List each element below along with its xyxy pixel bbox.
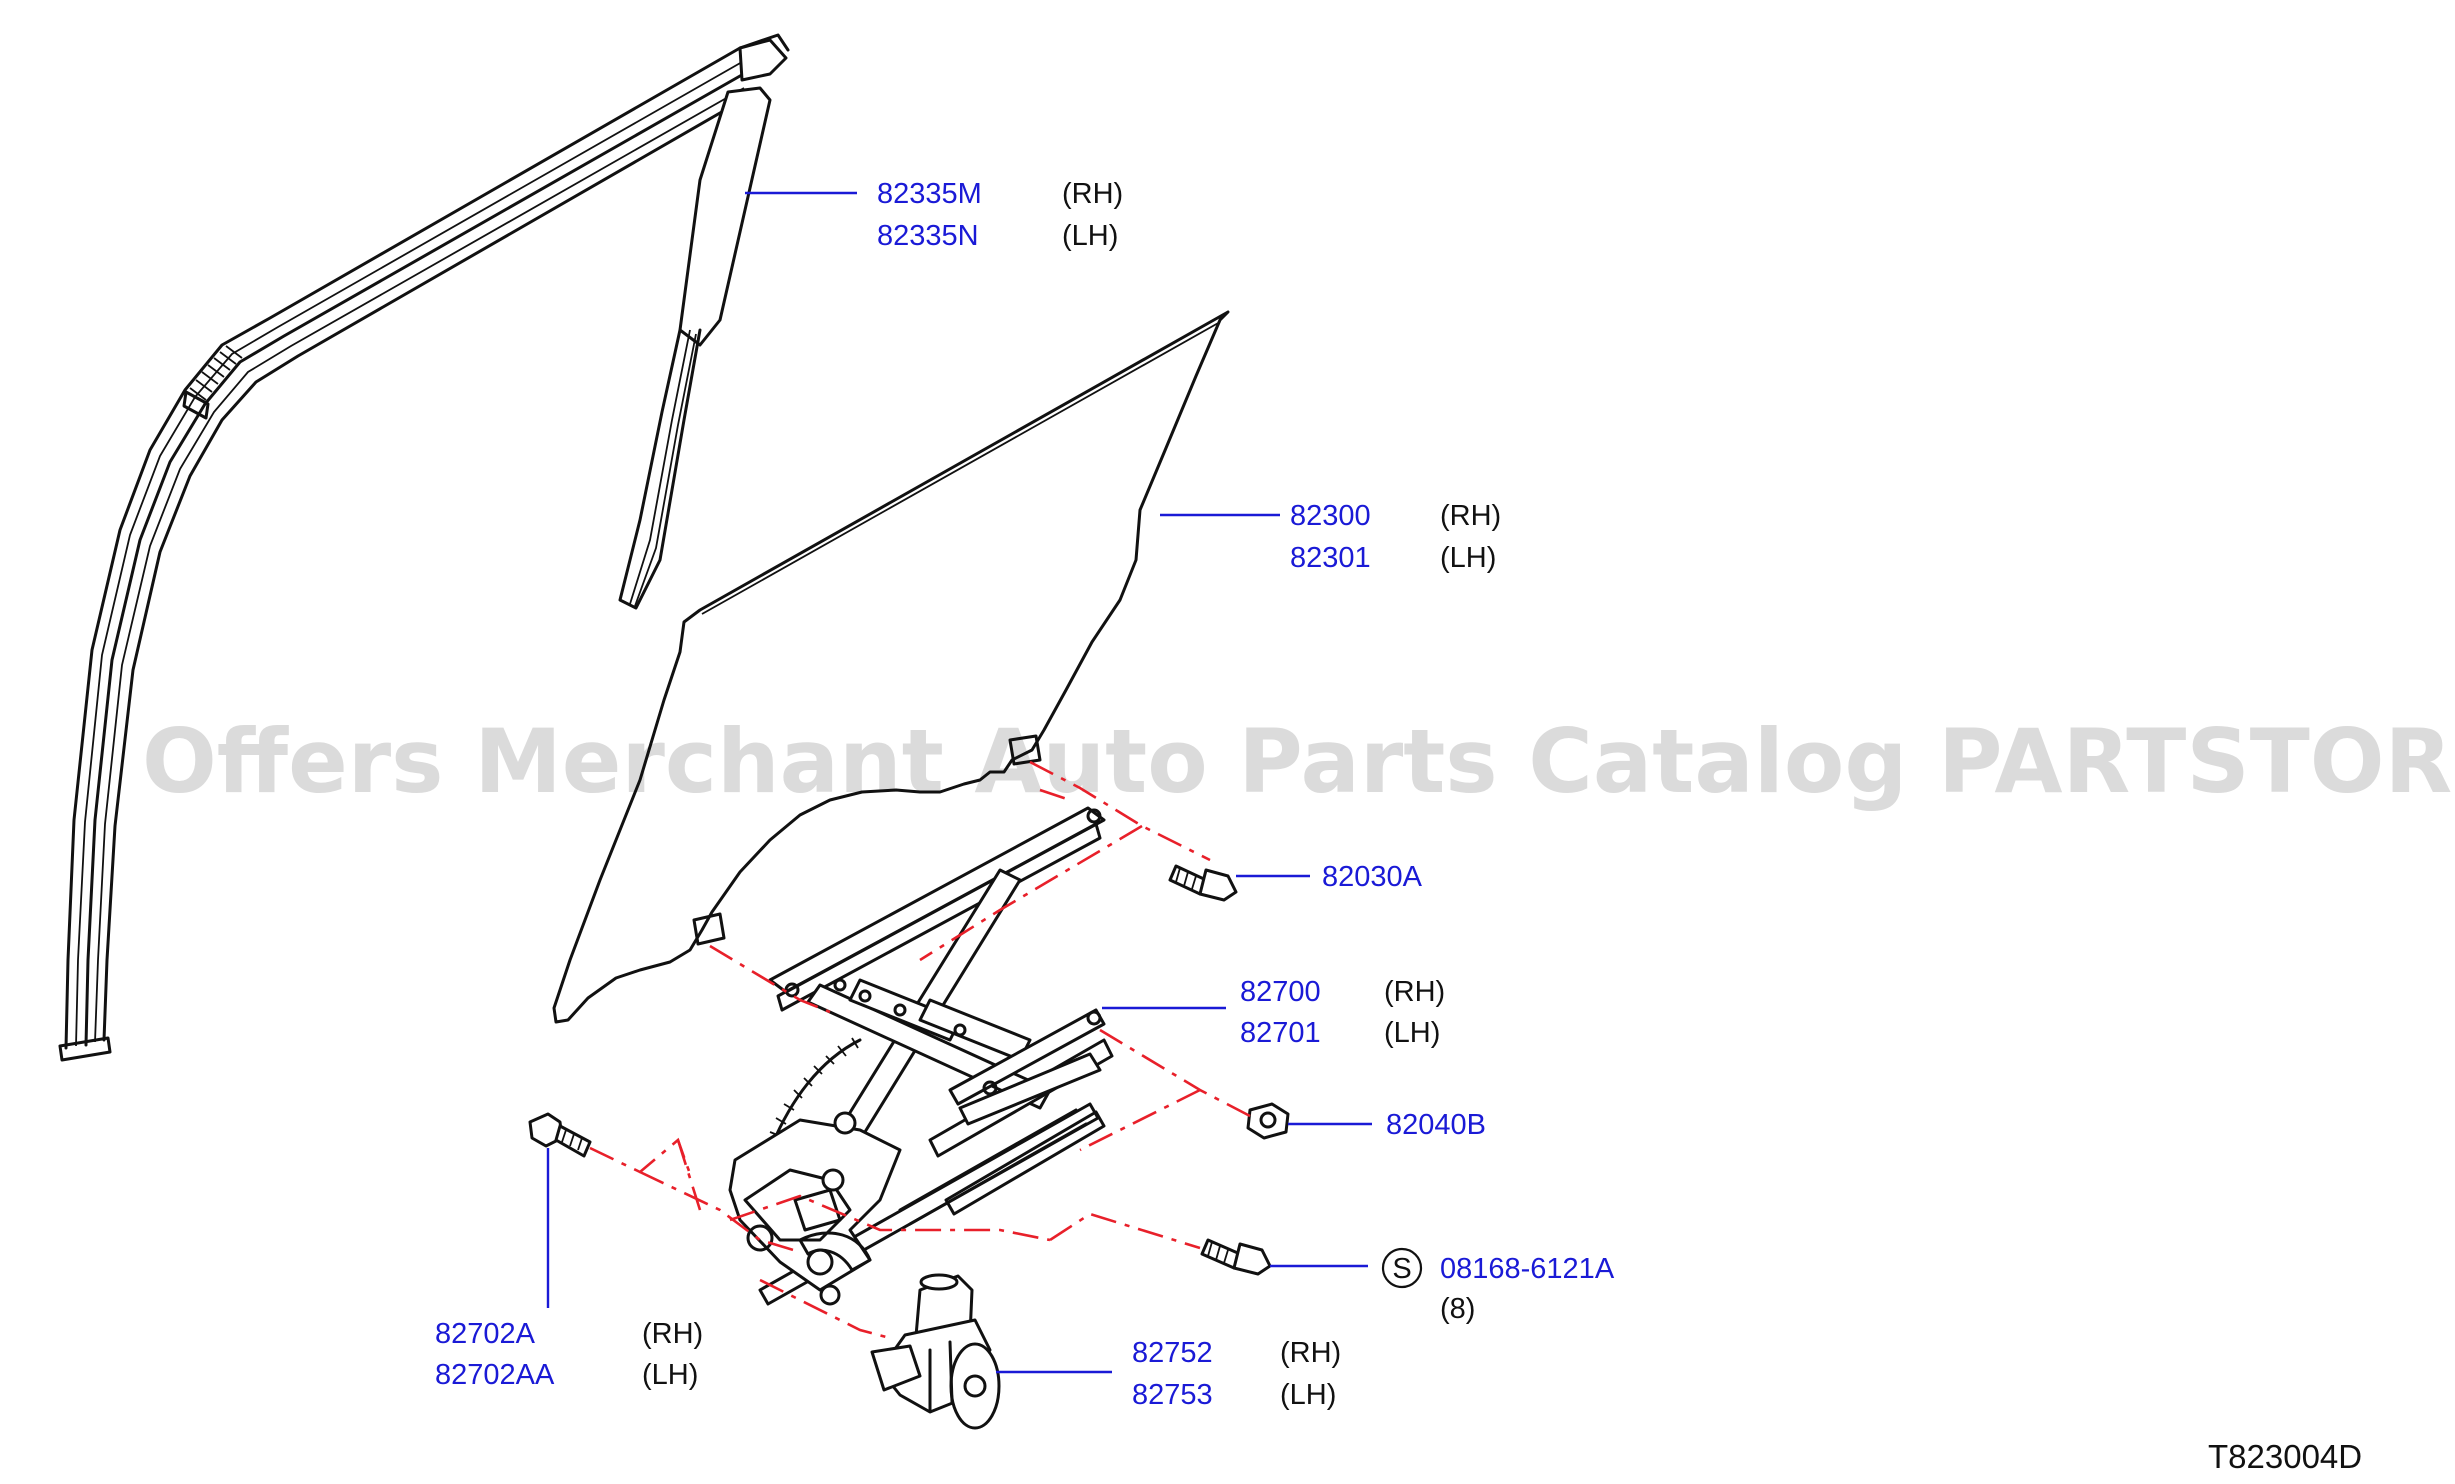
part-number-82335m[interactable]: 82335M [877, 178, 982, 210]
callout-82040b: 82040B [1386, 1109, 1486, 1141]
callout-82752: 82752 (RH) 82753 (LH) [1132, 1337, 1341, 1411]
part-number-82701[interactable]: 82701 [1240, 1017, 1321, 1049]
callout-82300: 82300 (RH) 82301 (LH) [1290, 500, 1501, 574]
part-number-82700[interactable]: 82700 [1240, 976, 1321, 1008]
nut-82040b-drawing [1246, 1102, 1290, 1140]
standard-part-symbol-icon [1381, 1247, 1423, 1289]
side-label-rh: (RH) [1280, 1337, 1341, 1369]
part-number-82301[interactable]: 82301 [1290, 542, 1371, 574]
part-number-08168-6121a[interactable]: 08168-6121A [1440, 1253, 1615, 1285]
door-glass-drawing [552, 310, 1230, 1024]
diagram-code: T823004D [2208, 1438, 2362, 1475]
part-number-82752[interactable]: 82752 [1132, 1337, 1213, 1369]
leader-lines [546, 191, 1372, 1374]
side-label-lh: (LH) [1440, 542, 1496, 574]
part-number-82702a[interactable]: 82702A [435, 1318, 536, 1350]
callout-08168: S 08168-6121A (8) [1381, 1247, 1615, 1325]
side-label-rh: (RH) [1384, 976, 1445, 1008]
window-regulator-drawing [728, 806, 1114, 1306]
side-label-lh: (LH) [642, 1359, 698, 1391]
callout-82702a: 82702A (RH) 82702AA (LH) [435, 1318, 703, 1391]
door-sash-drawing [58, 33, 790, 1062]
side-label-rh: (RH) [642, 1318, 703, 1350]
part-number-82030a[interactable]: 82030A [1322, 861, 1423, 893]
callout-82030a: 82030A [1322, 861, 1423, 893]
bolt-82030a-drawing [1168, 864, 1238, 902]
callout-82335: 82335M (RH) 82335N (LH) [877, 178, 1123, 252]
part-number-82335n[interactable]: 82335N [877, 220, 979, 252]
quantity-label: (8) [1440, 1293, 1475, 1325]
part-number-82702aa[interactable]: 82702AA [435, 1359, 555, 1391]
side-label-rh: (RH) [1440, 500, 1501, 532]
side-label-rh: (RH) [1062, 178, 1123, 210]
part-number-82040b[interactable]: 82040B [1386, 1109, 1486, 1141]
part-number-82753[interactable]: 82753 [1132, 1379, 1213, 1411]
side-label-lh: (LH) [1062, 220, 1118, 252]
bolt-82702a-drawing [528, 1112, 592, 1158]
part-number-82300[interactable]: 82300 [1290, 500, 1371, 532]
installation-lines [589, 760, 1251, 1340]
callout-82700: 82700 (RH) 82701 (LH) [1240, 976, 1445, 1049]
side-label-lh: (LH) [1384, 1017, 1440, 1049]
bolt-08168-drawing [1200, 1238, 1272, 1276]
watermark-text: Offers Merchant Auto Parts Catalog PARTS… [142, 710, 2455, 813]
motor-drawing [870, 1273, 1001, 1430]
side-label-lh: (LH) [1280, 1379, 1336, 1411]
standard-part-symbol-letter: S [1392, 1253, 1411, 1285]
